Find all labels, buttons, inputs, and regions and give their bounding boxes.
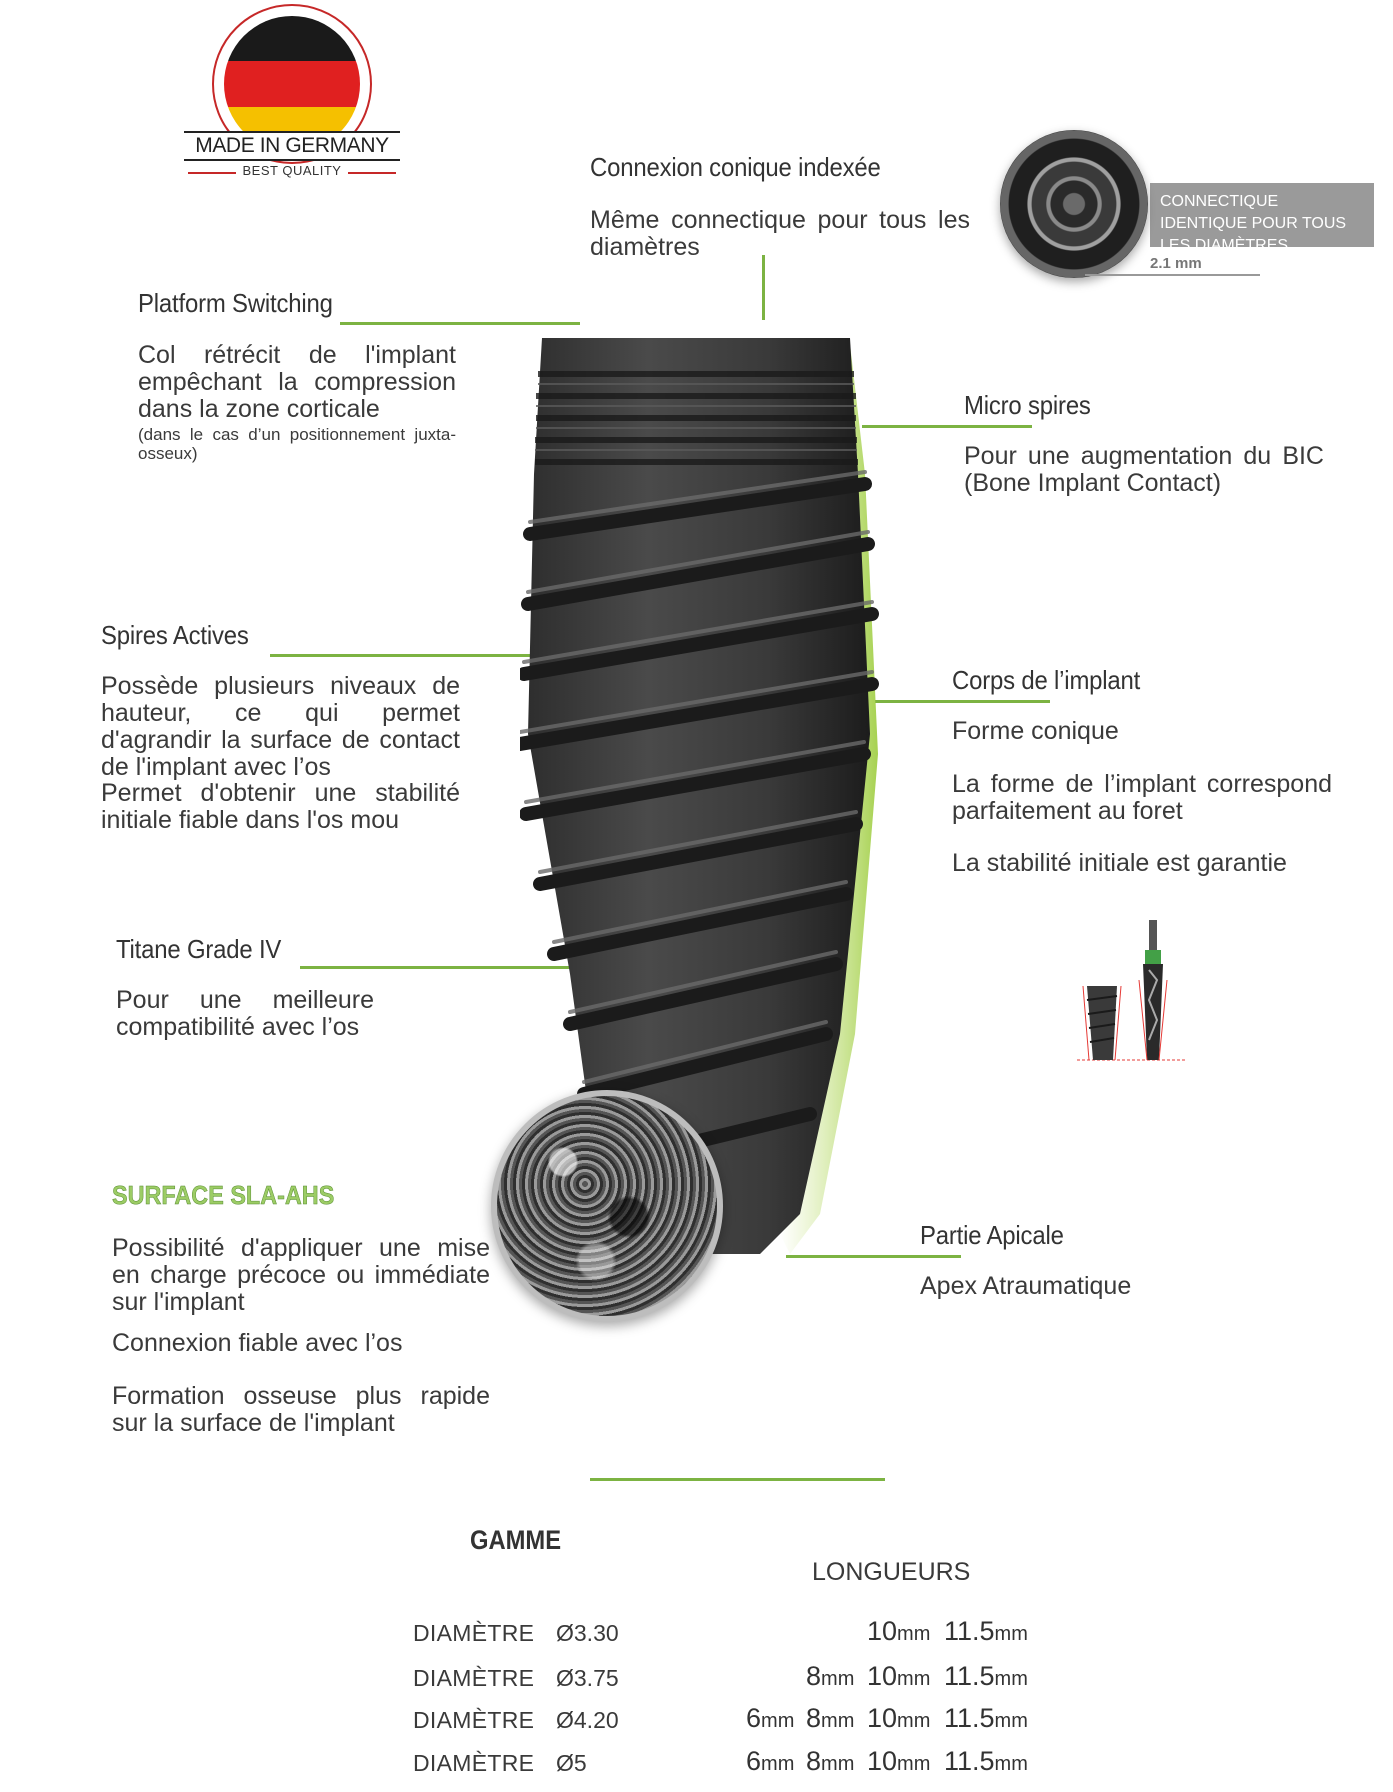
- badge-main-text: MADE IN GERMANY: [184, 131, 400, 161]
- corps-text-3: La stabilité initiale est garantie: [952, 849, 1287, 877]
- connexion-title: Connexion conique indexée: [590, 152, 881, 182]
- spires-title: Spires Actives: [101, 620, 249, 650]
- connexion-text: Même connectique pour tous les diamètres: [590, 206, 970, 261]
- connexion-pointer: [762, 255, 765, 320]
- spires-text-1: Possède plusieurs niveaux de hauteur, ce…: [101, 672, 460, 781]
- micro-text: Pour une augmentation du BIC (Bone Impla…: [964, 442, 1324, 497]
- row-diameter: Ø4.20: [556, 1707, 619, 1733]
- platform-pointer: [340, 322, 580, 325]
- platform-text: Col rétrécit de l'implant empêchant la c…: [138, 341, 456, 423]
- surface-text-2: Connexion fiable avec l’os: [112, 1329, 403, 1357]
- corps-title: Corps de l’implant: [952, 665, 1141, 695]
- row-label: DIAMÈTRE: [413, 1750, 535, 1776]
- length-cell: 10mm: [867, 1616, 931, 1646]
- micro-pointer: [862, 425, 1032, 428]
- connector-top-view-image: [1000, 130, 1148, 278]
- spires-pointer: [270, 654, 540, 657]
- implant-drill-image: [1077, 920, 1187, 1061]
- surface-text-3: Formation osseuse plus rapide sur la sur…: [112, 1382, 490, 1437]
- measure-line: [1085, 274, 1260, 276]
- length-cell: 6mm: [746, 1746, 795, 1776]
- row-diameter: Ø3.75: [556, 1665, 619, 1691]
- length-cell: 11.5mm: [944, 1616, 1028, 1646]
- titane-text: Pour une meilleure compatibilité avec l’…: [116, 986, 374, 1041]
- surface-microscope-image: [491, 1090, 723, 1322]
- length-cell: 10mm: [867, 1661, 931, 1691]
- length-cell: 6mm: [746, 1703, 795, 1733]
- apicale-pointer: [786, 1255, 961, 1258]
- corps-text-2: La forme de l’implant correspond parfait…: [952, 770, 1332, 825]
- row-diameter: Ø5: [556, 1750, 587, 1776]
- titane-title: Titane Grade IV: [116, 934, 282, 964]
- titane-pointer: [300, 966, 590, 969]
- apicale-title: Partie Apicale: [920, 1220, 1064, 1250]
- corps-text-1: Forme conique: [952, 717, 1119, 745]
- platform-title: Platform Switching: [138, 288, 333, 318]
- length-cell: 8mm: [806, 1746, 855, 1776]
- length-cell: 8mm: [806, 1661, 855, 1691]
- length-cell: 11.5mm: [944, 1746, 1028, 1776]
- longueurs-header: LONGUEURS: [812, 1558, 971, 1586]
- section-divider: [590, 1478, 885, 1481]
- connector-measure: 2.1 mm: [1150, 255, 1202, 272]
- apicale-text: Apex Atraumatique: [920, 1272, 1132, 1300]
- surface-text-1: Possibilité d'appliquer une mise en char…: [112, 1234, 490, 1316]
- gamme-title: GAMME: [470, 1525, 562, 1555]
- micro-title: Micro spires: [964, 390, 1091, 420]
- row-label: DIAMÈTRE: [413, 1620, 535, 1646]
- badge-sub-text: BEST QUALITY: [184, 163, 400, 178]
- length-cell: 10mm: [867, 1703, 931, 1733]
- row-label: DIAMÈTRE: [413, 1707, 535, 1733]
- corps-pointer: [875, 700, 1050, 703]
- length-cell: 10mm: [867, 1746, 931, 1776]
- length-cell: 11.5mm: [944, 1661, 1028, 1691]
- connector-image-label: CONNECTIQUE IDENTIQUE POUR TOUS LES DIAM…: [1150, 183, 1374, 254]
- length-cell: 8mm: [806, 1703, 855, 1733]
- length-cell: 11.5mm: [944, 1703, 1028, 1733]
- row-diameter: Ø3.30: [556, 1620, 619, 1646]
- surface-title: SURFACE SLA-AHS: [112, 1180, 335, 1211]
- implant-image: [520, 338, 879, 1254]
- platform-note: (dans le cas d’un positionnement juxta-o…: [138, 425, 456, 463]
- spires-text-2: Permet d'obtenir une stabilité initiale …: [101, 779, 460, 834]
- row-label: DIAMÈTRE: [413, 1665, 535, 1691]
